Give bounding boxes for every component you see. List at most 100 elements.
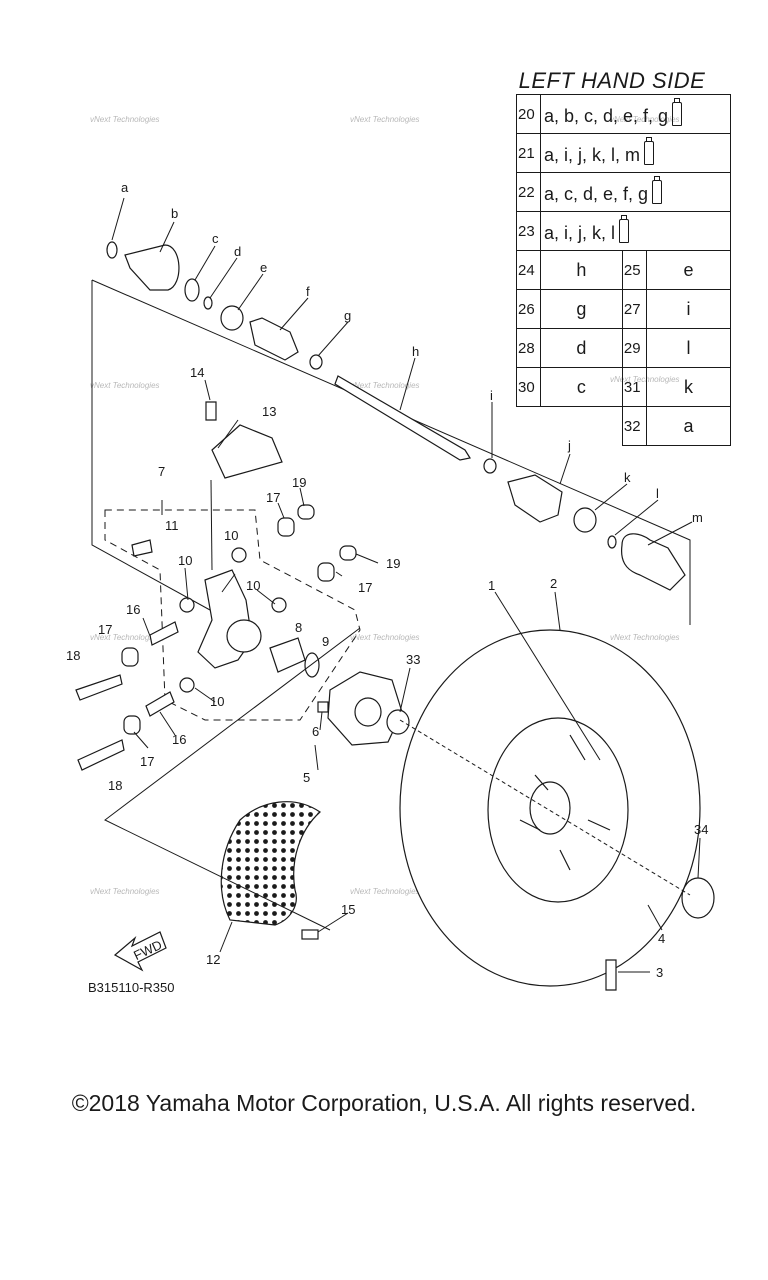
reference-table: 20 a, b, c, d, e, f, g 21 a, i, j, k, l,…: [516, 94, 731, 446]
row-letter: h: [540, 250, 623, 290]
part-3-valve: [605, 959, 617, 991]
part-18-bolt: [77, 739, 125, 771]
part-d-clip: [203, 296, 213, 310]
watermark: vNext Technologies: [610, 633, 680, 642]
part-b-outer-joint: [124, 244, 180, 291]
leader: [210, 479, 213, 571]
watermark: vNext Technologies: [350, 633, 420, 642]
row-number: 25: [621, 250, 648, 290]
wheel-assembly: [399, 629, 715, 991]
callout-17: 17: [98, 622, 112, 637]
row-letters-text: a, c, d, e, f, g: [544, 183, 649, 204]
copyright-notice: ©2018 Yamaha Motor Corporation, U.S.A. A…: [71, 1090, 697, 1116]
parts-diagram: vNext Technologies vNext Technologies vN…: [66, 115, 715, 995]
callout-h: h: [412, 344, 419, 359]
knuckle-group-box: [104, 509, 361, 721]
callout-33: 33: [406, 652, 420, 667]
leader-lines: [111, 197, 701, 973]
callout-19: 19: [386, 556, 400, 571]
grease-tube-icon: [672, 97, 683, 126]
table-row: 26 g 27 i: [516, 289, 731, 329]
watermark: vNext Technologies: [90, 887, 160, 896]
watermark: vNext Technologies: [350, 381, 420, 390]
part-l-clip: [607, 535, 617, 549]
part-34-cap: [681, 877, 715, 919]
drive-shaft-assembly: [106, 241, 686, 591]
shaft-frame: [91, 280, 211, 611]
part-a-circlip: [106, 241, 118, 259]
callout-16: 16: [126, 602, 140, 617]
callout-b: b: [171, 206, 178, 221]
row-number: 32: [621, 406, 648, 446]
callout-3: 3: [656, 965, 663, 980]
empty-cell: [517, 407, 623, 446]
row-number: 20: [516, 94, 541, 134]
grease-tube-icon: [652, 175, 663, 204]
hub-rotor: [220, 671, 410, 940]
row-number: 31: [621, 367, 648, 407]
watermark: vNext Technologies: [350, 115, 420, 124]
row-letter: c: [540, 367, 623, 407]
row-number: 21: [516, 133, 541, 173]
callout-17: 17: [358, 580, 372, 595]
row-number: 22: [516, 172, 541, 212]
watermark: vNext Technologies: [90, 115, 160, 124]
table-row: 21 a, i, j, k, l, m: [516, 133, 731, 173]
callout-34: 34: [694, 822, 708, 837]
row-letters: a, i, j, k, l, m: [540, 133, 731, 173]
callout-5: 5: [303, 770, 310, 785]
part-e-band: [220, 305, 244, 331]
part-11-grease-nipple: [131, 539, 153, 557]
callout-11: 11: [165, 518, 179, 533]
callout-m: m: [692, 510, 703, 525]
callout-j: j: [567, 438, 571, 453]
part-c-ring: [184, 278, 200, 302]
callout-10: 10: [178, 553, 192, 568]
callout-15: 15: [341, 902, 355, 917]
row-letters-text: a, i, j, k, l: [544, 222, 616, 243]
shaft-frame: [91, 279, 691, 625]
part-g-band: [309, 354, 323, 370]
row-number: 26: [516, 289, 541, 329]
part-19-nut: [297, 504, 315, 520]
part-10-collar: [271, 597, 287, 613]
part-i-band: [483, 458, 497, 474]
part-m-inner-joint: [620, 533, 686, 591]
part-17-bushing: [317, 562, 335, 582]
callout-10: 10: [246, 578, 260, 593]
part-knuckle: [197, 569, 253, 669]
callout-17: 17: [266, 490, 280, 505]
row-number: 30: [516, 367, 541, 407]
part-9-circlip: [304, 652, 320, 678]
row-number: 24: [516, 250, 541, 290]
callout-10: 10: [224, 528, 238, 543]
part-17-bushing: [121, 647, 139, 667]
grease-tube-icon: [619, 214, 630, 243]
callout-10: 10: [210, 694, 224, 709]
callout-18: 18: [66, 648, 80, 663]
callout-7: 7: [158, 464, 165, 479]
callout-2: 2: [550, 576, 557, 591]
part-16-sleeve: [149, 621, 179, 646]
table-row: 32 a: [517, 406, 731, 446]
part-33-nut: [386, 709, 410, 735]
grease-tube-icon: [644, 136, 655, 165]
row-letter: d: [540, 328, 623, 368]
part-k-band: [573, 507, 597, 533]
part-14-bolt: [205, 401, 217, 421]
row-letters: a, i, j, k, l: [540, 211, 731, 251]
callout-c: c: [212, 231, 219, 246]
callout-4: 4: [658, 931, 665, 946]
table-row: 24 h 25 e: [516, 250, 731, 290]
callout-d: d: [234, 244, 241, 259]
part-j-boot: [507, 474, 563, 523]
callout-a: a: [121, 180, 129, 195]
callout-17: 17: [140, 754, 154, 769]
part-18-bolt: [75, 674, 123, 701]
part-13-bracket: [211, 424, 283, 479]
rim-hub: [529, 781, 571, 835]
watermark: vNext Technologies: [90, 381, 160, 390]
callout-e: e: [260, 260, 267, 275]
part-8-bearing: [269, 637, 306, 673]
row-letter: k: [646, 367, 731, 407]
